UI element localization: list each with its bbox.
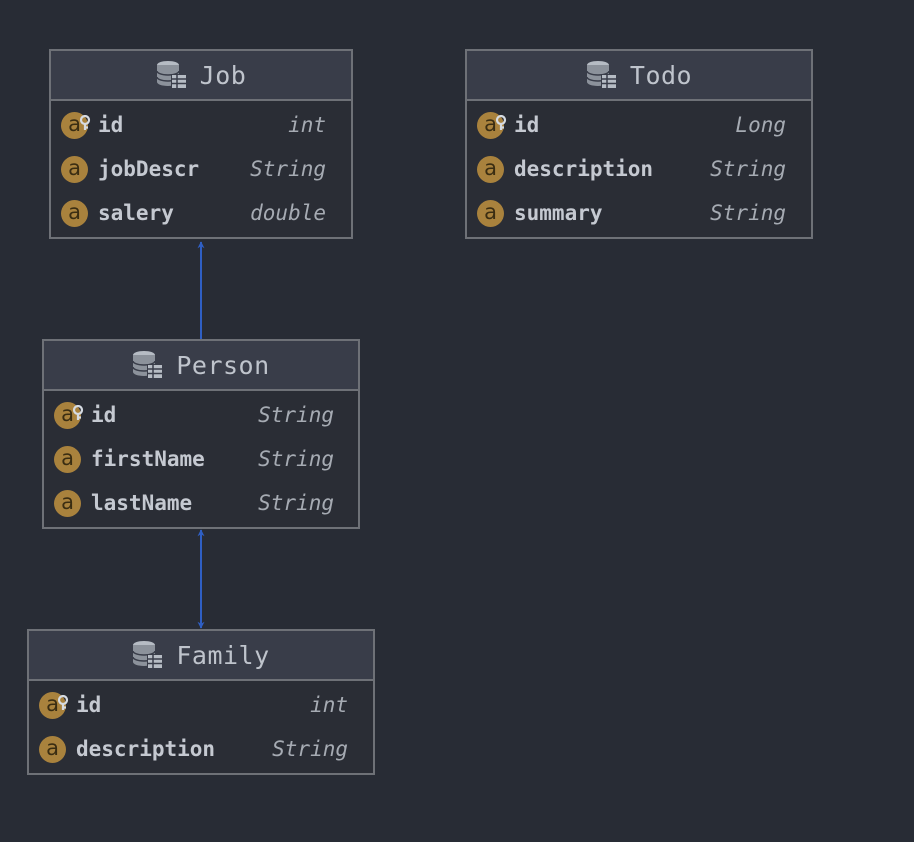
entity-family-header: Family	[29, 631, 373, 681]
attribute-type: String	[258, 491, 334, 515]
attribute-type: String	[250, 157, 326, 181]
attribute-name: description	[76, 737, 216, 761]
attribute-name: id	[91, 403, 117, 427]
attribute-type: String	[710, 201, 786, 225]
attribute-a-icon: a	[54, 490, 81, 517]
attribute-type: String	[272, 737, 348, 761]
entity-todo-title: Todo	[629, 60, 693, 90]
database-table-icon	[132, 641, 164, 669]
attribute-name: description	[514, 157, 654, 181]
attribute-name: id	[98, 113, 124, 137]
attribute-a-icon: a	[61, 112, 88, 139]
entity-todo[interactable]: Todo a id Long a description String a su…	[465, 49, 813, 239]
attribute-row[interactable]: a description String	[467, 147, 811, 191]
attribute-row[interactable]: a id String	[44, 393, 358, 437]
entity-job-header: Job	[51, 51, 351, 101]
attribute-row[interactable]: a id int	[51, 103, 351, 147]
key-icon	[79, 115, 91, 130]
entity-person-header: Person	[44, 341, 358, 391]
attribute-name: id	[76, 693, 102, 717]
attribute-type: String	[258, 403, 334, 427]
attribute-a-icon: a	[477, 156, 504, 183]
attribute-type: double	[250, 201, 326, 225]
entity-todo-header: Todo	[467, 51, 811, 101]
attribute-name: id	[514, 113, 540, 137]
attribute-a-icon: a	[61, 156, 88, 183]
attribute-type: Long	[735, 113, 786, 137]
entity-person[interactable]: Person a id String a firstName String a …	[42, 339, 360, 529]
attribute-row[interactable]: a id int	[29, 683, 373, 727]
entity-job[interactable]: Job a id int a jobDescr String a salery …	[49, 49, 353, 239]
attribute-a-icon: a	[61, 200, 88, 227]
attribute-name: salery	[98, 201, 174, 225]
database-table-icon	[132, 351, 164, 379]
key-icon	[495, 115, 507, 130]
attribute-row[interactable]: a id Long	[467, 103, 811, 147]
attribute-a-icon: a	[39, 692, 66, 719]
attribute-row[interactable]: a firstName String	[44, 437, 358, 481]
entity-job-title: Job	[199, 60, 247, 90]
entity-person-title: Person	[176, 350, 270, 380]
attribute-name: summary	[514, 201, 603, 225]
attribute-name: jobDescr	[98, 157, 200, 181]
attribute-row[interactable]: a jobDescr String	[51, 147, 351, 191]
entity-family[interactable]: Family a id int a description String	[27, 629, 375, 775]
attribute-a-icon: a	[54, 446, 81, 473]
attribute-row[interactable]: a salery double	[51, 191, 351, 235]
database-table-icon	[155, 61, 187, 89]
database-table-icon	[586, 61, 617, 89]
attribute-name: firstName	[91, 447, 205, 471]
attribute-row[interactable]: a lastName String	[44, 481, 358, 525]
entity-family-title: Family	[176, 640, 270, 670]
attribute-type: int	[288, 113, 326, 137]
key-icon	[57, 695, 69, 710]
attribute-row[interactable]: a description String	[29, 727, 373, 771]
attribute-name: lastName	[91, 491, 193, 515]
attribute-a-icon: a	[39, 736, 66, 763]
key-icon	[72, 405, 84, 420]
attribute-type: String	[710, 157, 786, 181]
attribute-type: int	[310, 693, 348, 717]
attribute-row[interactable]: a summary String	[467, 191, 811, 235]
attribute-type: String	[258, 447, 334, 471]
attribute-a-icon: a	[477, 200, 504, 227]
